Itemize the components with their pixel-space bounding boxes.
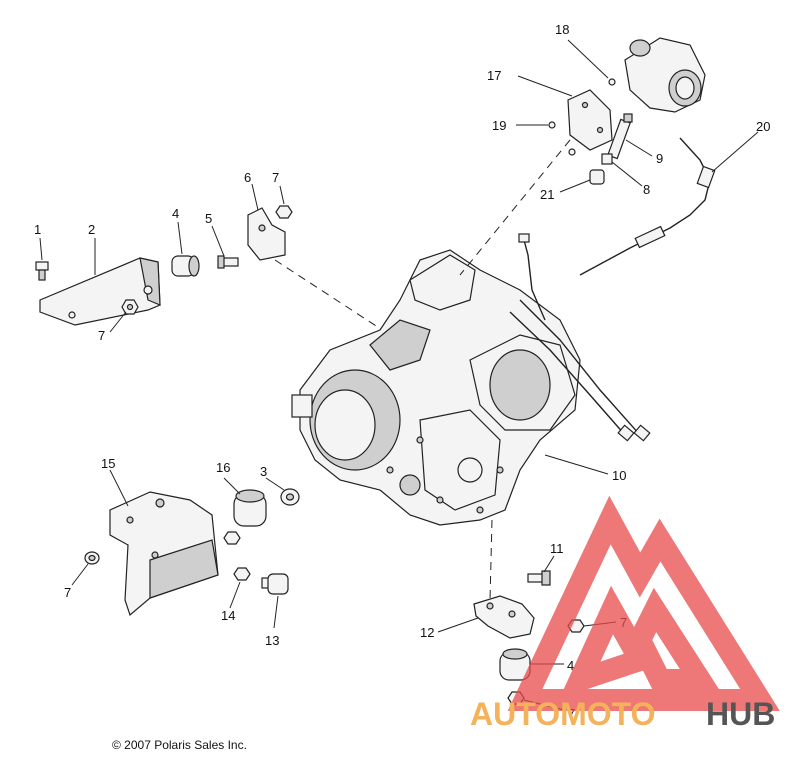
callout-4a: 4	[172, 206, 179, 221]
callout-19: 19	[492, 118, 506, 133]
part-cover-17	[567, 89, 613, 151]
callout-15: 15	[101, 456, 115, 471]
callout-11: 11	[550, 541, 564, 556]
part-bracket-12	[473, 595, 535, 639]
part-mount-4-bottom	[499, 648, 531, 681]
callout-7a: 7	[98, 328, 105, 343]
callout-5: 5	[205, 211, 212, 226]
callout-16: 16	[216, 460, 230, 475]
callout-8: 8	[643, 182, 650, 197]
callout-14: 14	[221, 608, 235, 623]
callout-7b: 7	[272, 170, 279, 185]
callout-2: 2	[88, 222, 95, 237]
callout-7d: 7	[620, 615, 627, 630]
callout-4b: 4	[567, 658, 574, 673]
callout-20: 20	[756, 119, 770, 134]
part-nut-7-top	[275, 205, 293, 219]
callout-21: 21	[540, 187, 554, 202]
copyright-notice: © 2007 Polaris Sales Inc.	[112, 738, 247, 752]
part-mount-4-top	[171, 255, 200, 277]
part-nut-7-left	[121, 299, 139, 315]
callout-13: 13	[265, 633, 279, 648]
part-engine-10	[291, 249, 581, 526]
part-bracket-6	[247, 207, 286, 261]
callout-9: 9	[656, 151, 663, 166]
part-washer-7-left	[84, 551, 100, 565]
part-washer-3	[280, 488, 300, 506]
part-bolt-1	[35, 261, 49, 281]
part-bracket-2	[39, 257, 161, 326]
callout-10: 10	[612, 468, 626, 483]
callout-6: 6	[244, 170, 251, 185]
callout-12: 12	[420, 625, 434, 640]
part-sensor-21	[589, 169, 605, 185]
callout-1: 1	[34, 222, 41, 237]
part-bumper-13	[261, 573, 289, 595]
part-nut-14	[233, 567, 251, 581]
callout-17: 17	[487, 68, 501, 83]
part-throttle-body-18	[624, 37, 706, 113]
part-throttle-cable-20	[579, 137, 716, 276]
part-bolt-11	[527, 570, 551, 586]
part-mount-16	[233, 489, 267, 527]
callout-18: 18	[555, 22, 569, 37]
callout-7e: 7	[568, 706, 575, 721]
callout-3: 3	[260, 464, 267, 479]
part-bracket-15	[109, 491, 219, 617]
callout-7c: 7	[64, 585, 71, 600]
part-bolt-5	[217, 255, 239, 269]
